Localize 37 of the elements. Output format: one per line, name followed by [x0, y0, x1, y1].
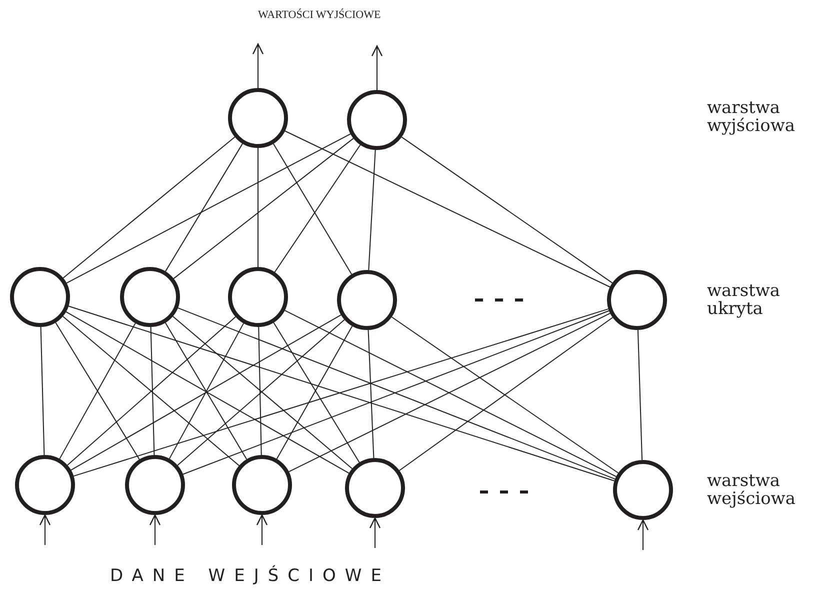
arrow — [369, 517, 381, 548]
neuron-circle — [345, 458, 405, 518]
connection-line — [368, 329, 374, 459]
arrow — [371, 45, 383, 90]
neuron-circle — [15, 455, 75, 515]
neuron-circle — [347, 90, 407, 150]
neuron-circle — [10, 267, 70, 327]
layer-label: warstwa wyjściowa — [707, 100, 796, 136]
arrow — [256, 514, 268, 546]
arrow — [252, 43, 264, 88]
connection-line — [66, 133, 351, 284]
connection-line — [258, 326, 262, 456]
layer-label: warstwa ukryta — [707, 283, 782, 319]
neuron-circle — [228, 267, 288, 327]
neuron-circle — [607, 270, 667, 330]
output-values-label: WARTOŚCI WYJŚCIOWE — [258, 10, 381, 22]
connection-line — [40, 326, 45, 456]
connection-line — [637, 329, 643, 461]
connection-line — [284, 130, 610, 288]
arrow — [149, 514, 161, 546]
neuron-circle — [337, 270, 397, 330]
neuron-circle — [232, 455, 292, 515]
connection-line — [62, 136, 236, 278]
neuron-circle — [120, 267, 180, 327]
connection-line — [368, 149, 376, 271]
arrow — [39, 514, 51, 546]
connection-line — [276, 326, 353, 460]
arrow — [637, 519, 649, 550]
connection-line — [165, 143, 243, 272]
neuron-circle — [613, 460, 673, 520]
connection-line — [173, 138, 354, 280]
layer-label: warstwa wejściowa — [707, 473, 796, 509]
connection-line — [401, 136, 613, 284]
connection-line — [150, 326, 155, 456]
connection-line — [273, 322, 360, 463]
neuron-circle — [125, 455, 185, 515]
neuron-circle — [228, 88, 288, 148]
